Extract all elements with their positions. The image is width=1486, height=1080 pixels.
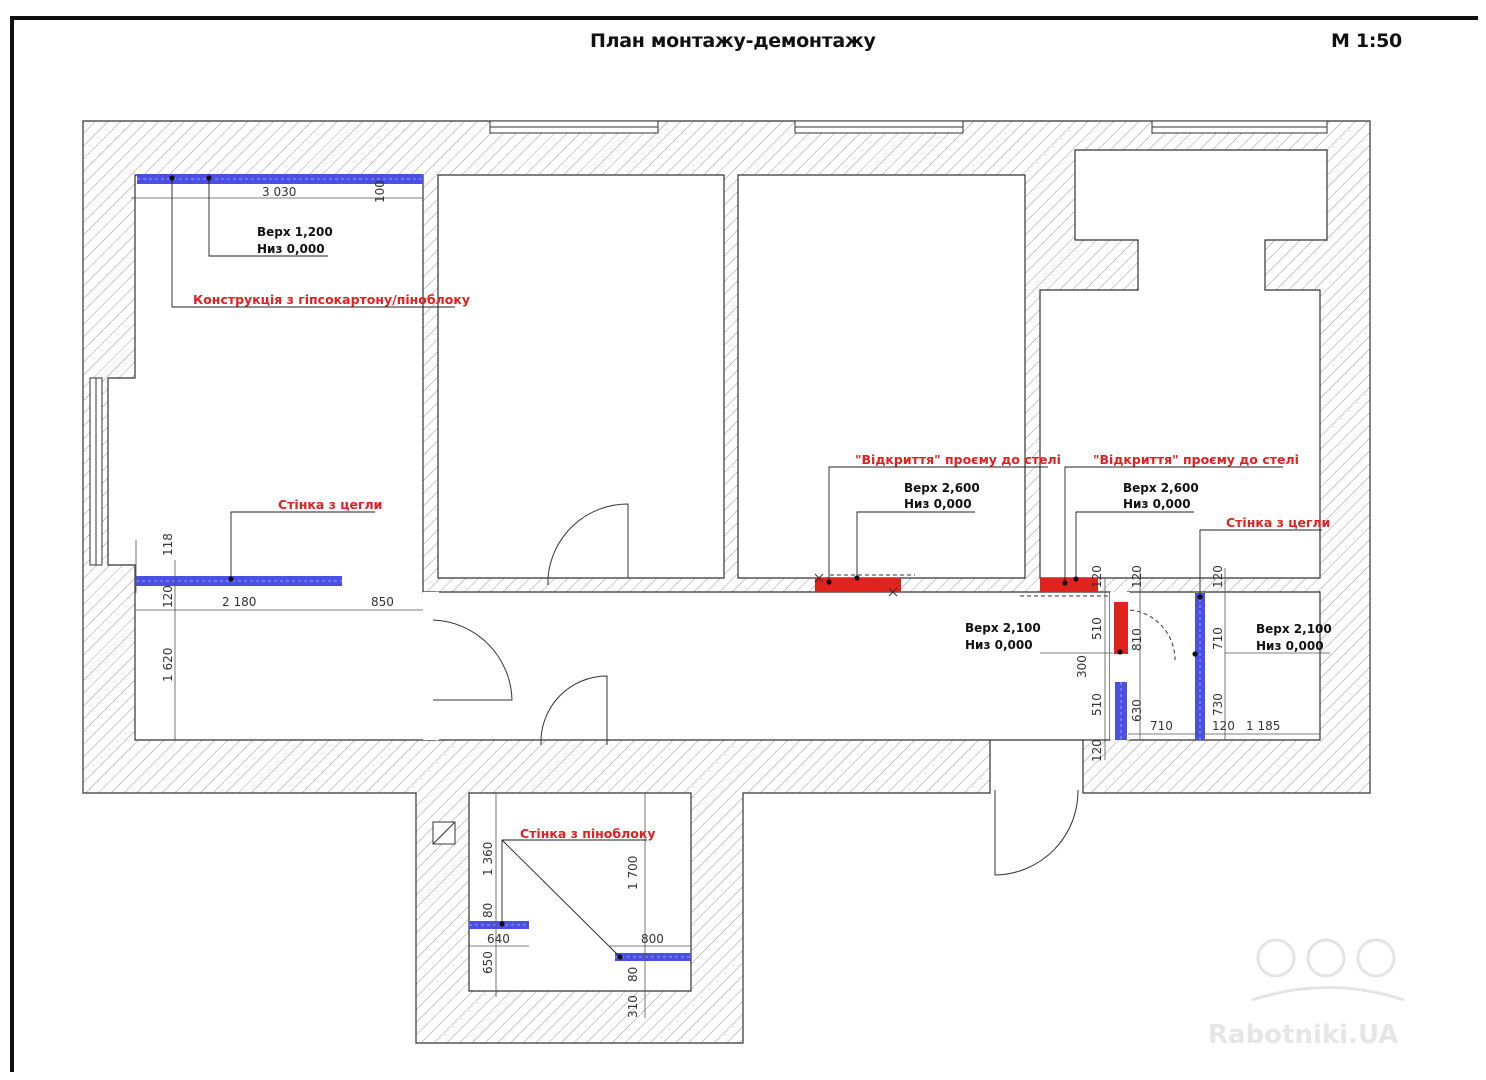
dim-120e: 120 [1090, 739, 1104, 762]
note-brick-left: Стінка з цегли [278, 497, 382, 512]
dim-510a: 510 [1090, 617, 1104, 640]
note-foam-block: Стінка з піноблоку [520, 826, 655, 841]
dim-1700: 1 700 [626, 856, 640, 890]
level-opening1-bottom: Низ 0,000 [904, 497, 972, 511]
demolition [815, 578, 1128, 654]
demolish-opening-1 [815, 578, 901, 592]
demolish-wall-right [1114, 602, 1128, 654]
dim-1185: 1 185 [1246, 719, 1280, 733]
new-wall-gypsum [137, 174, 423, 184]
dim-80a: 80 [481, 903, 495, 918]
scale-label: М 1:50 [1331, 30, 1402, 52]
dim-120d: 120 [1211, 565, 1225, 588]
doors [432, 503, 1176, 876]
level-top-left-bottom: Низ 0,000 [257, 242, 325, 256]
dim-2180: 2 180 [222, 595, 256, 609]
dim-120f: 120 [1212, 719, 1235, 733]
note-brick-right: Стінка з цегли [1226, 515, 1330, 530]
level-right-right-top: Верх 2,100 [1256, 622, 1332, 636]
level-right-right-bottom: Низ 0,000 [1256, 639, 1324, 653]
door-2 [432, 619, 513, 701]
leader-lines [171, 178, 1322, 958]
dim-3030: 3 030 [262, 185, 296, 199]
door-1 [547, 503, 629, 585]
walls-hatched [82, 120, 1371, 1044]
plan-title: План монтажу-демонтажу [590, 30, 876, 52]
dim-120a: 120 [161, 585, 175, 608]
dim-1620: 1 620 [161, 648, 175, 682]
dim-510b: 510 [1090, 693, 1104, 716]
dim-800: 800 [641, 932, 664, 946]
dim-630: 630 [1130, 699, 1144, 722]
dim-100: 100 [373, 180, 387, 203]
dim-710a: 710 [1211, 627, 1225, 650]
dim-710b: 710 [1150, 719, 1173, 733]
dim-120c: 120 [1130, 565, 1144, 588]
door-3 [540, 675, 608, 746]
dim-80b: 80 [626, 967, 640, 982]
dim-640: 640 [487, 932, 510, 946]
level-top-left-top: Верх 1,200 [257, 225, 333, 239]
dim-850: 850 [371, 595, 394, 609]
windows [89, 120, 1328, 566]
door-5 [1129, 609, 1176, 661]
note-gypsum: Конструкція з гіпсокартону/піноблоку [193, 292, 470, 307]
watermark-text: Rabotniki.UA [1208, 1020, 1398, 1050]
dim-310: 310 [626, 995, 640, 1018]
demolish-opening-2 [1040, 578, 1098, 592]
dim-120b: 120 [1090, 565, 1104, 588]
dim-810: 810 [1130, 628, 1144, 651]
vent-shaft [432, 821, 456, 845]
note-opening-1: "Відкриття" проєму до стелі [855, 452, 1061, 467]
watermark-logo [1251, 938, 1405, 1002]
level-right-left-top: Верх 2,100 [965, 621, 1041, 635]
level-opening1-top: Верх 2,600 [904, 481, 980, 495]
level-right-left-bottom: Низ 0,000 [965, 638, 1033, 652]
door-4 [994, 789, 1079, 876]
note-opening-2: "Відкриття" проєму до стелі [1093, 452, 1299, 467]
level-opening2-bottom: Низ 0,000 [1123, 497, 1191, 511]
sheet-frame [10, 16, 1478, 1072]
dimension-lines [131, 197, 1330, 1018]
dim-300: 300 [1075, 655, 1089, 678]
dim-650: 650 [481, 951, 495, 974]
dim-1360: 1 360 [481, 842, 495, 876]
dim-118: 118 [161, 533, 175, 556]
dim-730: 730 [1211, 693, 1225, 716]
leader-dots [169, 175, 1203, 960]
level-opening2-top: Верх 2,600 [1123, 481, 1199, 495]
new-wall-short [1115, 682, 1127, 740]
